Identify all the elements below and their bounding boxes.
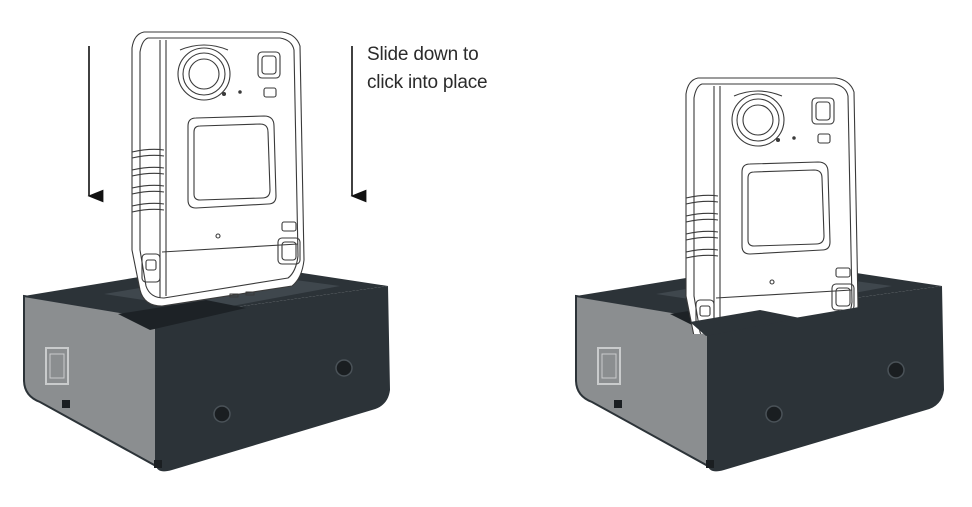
instruction-line-1: Slide down to bbox=[367, 44, 479, 65]
instruction-caption: Slide down to click into place bbox=[367, 41, 527, 97]
instruction-line-2: click into place bbox=[367, 72, 488, 93]
camera-left bbox=[131, 31, 305, 307]
camera-right bbox=[685, 77, 859, 334]
